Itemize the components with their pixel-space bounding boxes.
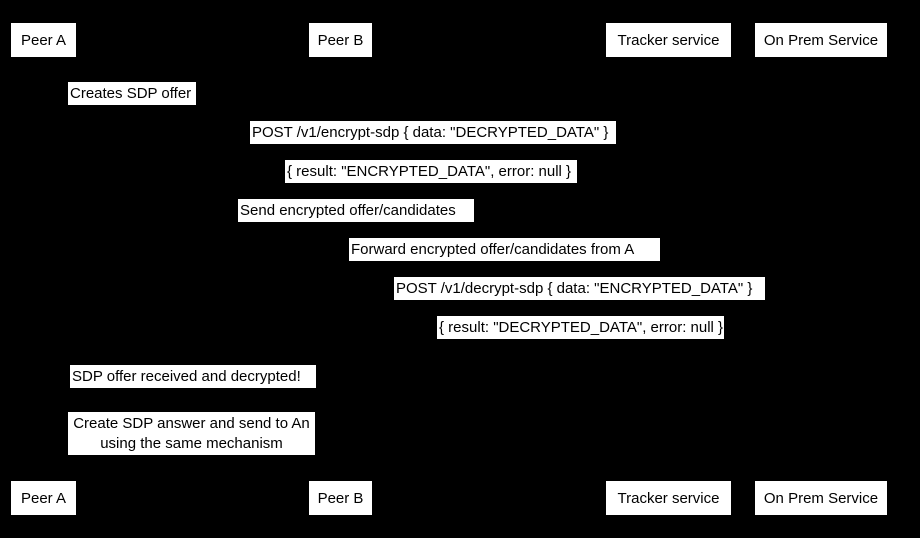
participant-foot-tracker-service[interactable]: Tracker service	[605, 480, 732, 516]
arrow-encrypt-sdp-result	[43, 185, 821, 186]
message-label-post-encrypt-sdp[interactable]: POST /v1/encrypt-sdp { data: "DECRYPTED_…	[250, 121, 616, 144]
arrow-post-decrypt-sdp	[340, 302, 821, 303]
lifeline-tracker	[668, 58, 669, 480]
arrow-decrypt-sdp-result	[340, 341, 821, 342]
participant-label: Tracker service	[617, 489, 720, 507]
note-create-sdp-answer[interactable]: Create SDP answer and send to An using t…	[68, 412, 315, 455]
lifeline-peer-a	[43, 58, 44, 480]
message-label-send-encrypted-offer[interactable]: Send encrypted offer/candidates	[238, 199, 474, 222]
message-label-forward-encrypted-offer[interactable]: Forward encrypted offer/candidates from …	[349, 238, 660, 261]
note-line-1: Create SDP answer and send to An	[73, 415, 310, 432]
participant-label: Peer B	[317, 31, 364, 49]
arrow-post-encrypt-sdp	[43, 146, 821, 147]
arrow-forward-encrypted-offer	[340, 263, 668, 264]
message-label-post-decrypt-sdp[interactable]: POST /v1/decrypt-sdp { data: "ENCRYPTED_…	[394, 277, 765, 300]
arrow-send-encrypted-offer	[43, 224, 668, 225]
message-label-creates-sdp-offer[interactable]: Creates SDP offer	[68, 82, 196, 105]
participant-label: On Prem Service	[763, 31, 879, 49]
message-label-encrypt-sdp-result[interactable]: { result: "ENCRYPTED_DATA", error: null …	[285, 160, 577, 183]
lifeline-peer-b	[340, 58, 341, 480]
participant-label: Peer B	[317, 489, 364, 507]
participant-label: Peer A	[20, 31, 67, 49]
message-label-decrypt-sdp-result[interactable]: { result: "DECRYPTED_DATA", error: null …	[437, 316, 724, 339]
lifeline-on-prem	[821, 58, 822, 480]
participant-foot-on-prem-service[interactable]: On Prem Service	[754, 480, 888, 516]
participant-label: Tracker service	[617, 31, 720, 49]
participant-label: On Prem Service	[763, 489, 879, 507]
participant-head-tracker-service[interactable]: Tracker service	[605, 22, 732, 58]
participant-head-on-prem-service[interactable]: On Prem Service	[754, 22, 888, 58]
note-line-2: using the same mechanism	[100, 435, 283, 452]
participant-foot-peer-b[interactable]: Peer B	[308, 480, 373, 516]
participant-foot-peer-a[interactable]: Peer A	[10, 480, 77, 516]
participant-label: Peer A	[20, 489, 67, 507]
message-label-sdp-offer-received[interactable]: SDP offer received and decrypted!	[70, 365, 316, 388]
participant-head-peer-b[interactable]: Peer B	[308, 22, 373, 58]
participant-head-peer-a[interactable]: Peer A	[10, 22, 77, 58]
